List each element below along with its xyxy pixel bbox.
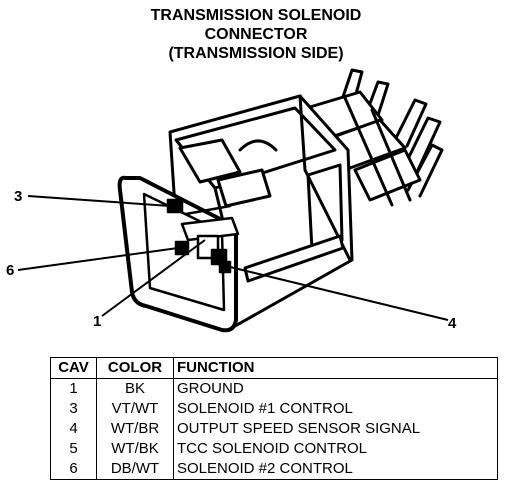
- cell-function: OUTPUT SPEED SENSOR SIGNAL: [173, 419, 498, 439]
- cell-color: BK: [96, 378, 174, 399]
- cell-cav: 5: [50, 439, 97, 459]
- header-color: COLOR: [96, 357, 174, 379]
- title-line-3: (TRANSMISSION SIDE): [168, 45, 344, 62]
- cell-color: VT/WT: [96, 399, 174, 419]
- table-row: 3 VT/WT SOLENOID #1 CONTROL: [50, 399, 498, 419]
- header-cav: CAV: [50, 357, 97, 379]
- table-row: 6 DB/WT SOLENOID #2 CONTROL: [50, 459, 498, 480]
- connector-latch: [178, 138, 242, 184]
- connector-wire-pins: [336, 68, 444, 198]
- callout-pin-1: 1: [93, 313, 102, 330]
- cell-cav: 3: [50, 399, 97, 419]
- connector-illustration: [17, 68, 449, 333]
- title-line-1: TRANSMISSION SOLENOID: [150, 7, 362, 24]
- table-header-row: CAV COLOR FUNCTION: [50, 357, 498, 379]
- cell-color: WT/BR: [96, 419, 174, 439]
- title-line-2: CONNECTOR: [204, 26, 308, 43]
- callout-pin-6: 6: [6, 262, 15, 279]
- callout-leader-lines: [17, 195, 449, 321]
- cell-function: SOLENOID #2 CONTROL: [173, 459, 498, 480]
- table-row: 4 WT/BR OUTPUT SPEED SENSOR SIGNAL: [50, 419, 498, 439]
- callout-pin-3: 3: [14, 188, 23, 205]
- cell-function: GROUND: [173, 378, 498, 399]
- cell-cav: 1: [50, 378, 97, 399]
- cell-function: SOLENOID #1 CONTROL: [173, 399, 498, 419]
- cell-cav: 6: [50, 459, 97, 480]
- table-row: 5 WT/BK TCC SOLENOID CONTROL: [50, 439, 498, 459]
- cell-function: TCC SOLENOID CONTROL: [173, 439, 498, 459]
- callout-pin-4: 4: [448, 315, 457, 332]
- cell-color: DB/WT: [96, 459, 174, 480]
- cell-cav: 4: [50, 419, 97, 439]
- table-row: 1 BK GROUND: [50, 378, 498, 399]
- cell-color: WT/BK: [96, 439, 174, 459]
- pinout-table: CAV COLOR FUNCTION 1 BK GROUND 3 VT/WT S…: [50, 357, 498, 480]
- header-function: FUNCTION: [173, 357, 498, 379]
